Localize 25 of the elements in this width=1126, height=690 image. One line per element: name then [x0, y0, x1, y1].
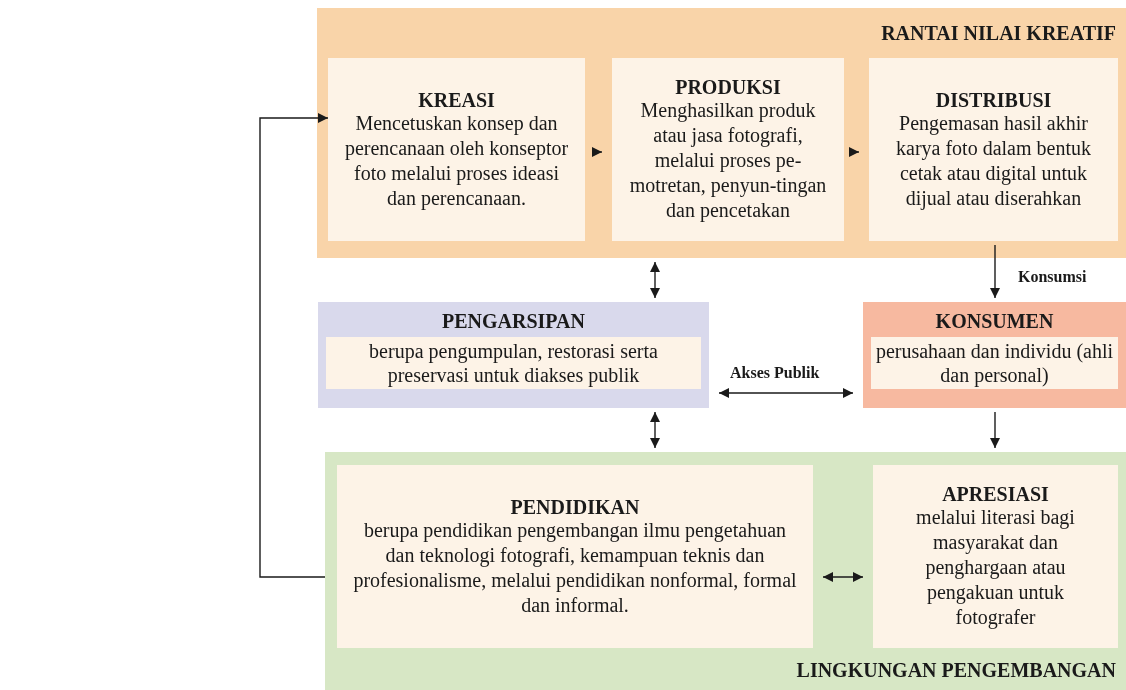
box-heading: DISTRIBUSI [935, 88, 1052, 111]
group-band [325, 452, 1126, 690]
box-description: Pengemasan hasil akhir karya foto dalam bentuk cetak atau digital untuk dijual atau diserahkan [895, 110, 1092, 211]
box-description: berupa pengumpulan, restorasi serta preservasi untuk diakses publik [326, 337, 701, 389]
box-heading: PRODUKSI [675, 76, 781, 98]
process-box [337, 465, 813, 648]
process-box [328, 58, 585, 241]
box-heading: PENDIDIKAN [510, 495, 640, 518]
group-title: LINGKUNGAN PENGEMBANGAN [796, 659, 1116, 682]
process-box [318, 302, 709, 408]
process-box [612, 58, 844, 241]
group-title: RANTAI NILAI KREATIF [881, 22, 1116, 45]
box-description: melalui literasi bagi masyarakat dan penghargaan atau pengakuan untuk fotografer [915, 505, 1076, 630]
group-band [317, 8, 1126, 258]
process-box [869, 58, 1118, 241]
box-description: Menghasilkan produk atau jasa fotografi, melalui proses pe-motretan, penyun-tingan dan pencetakan [628, 98, 828, 223]
box-heading: PENGARSIPAN [442, 310, 585, 332]
box-description: berupa pendidikan pengembangan ilmu pengetahuan dan teknologi fotografi, kemampuan teknis dan profesionalisme, melalui pendidikan nonformal, formal dan informal. [352, 517, 798, 618]
box-description: Mencetuskan konsep dan perencanaan oleh konseptor foto melalui proses ideasi dan perencanaan. [343, 110, 570, 211]
box-heading: KREASI [418, 88, 495, 111]
box-description: perusahaan dan individu (ahli dan personal) [871, 337, 1118, 389]
process-box [873, 465, 1118, 648]
process-box [863, 302, 1126, 408]
box-heading: KONSUMEN [935, 310, 1054, 332]
box-heading: APRESIASI [942, 483, 1049, 505]
